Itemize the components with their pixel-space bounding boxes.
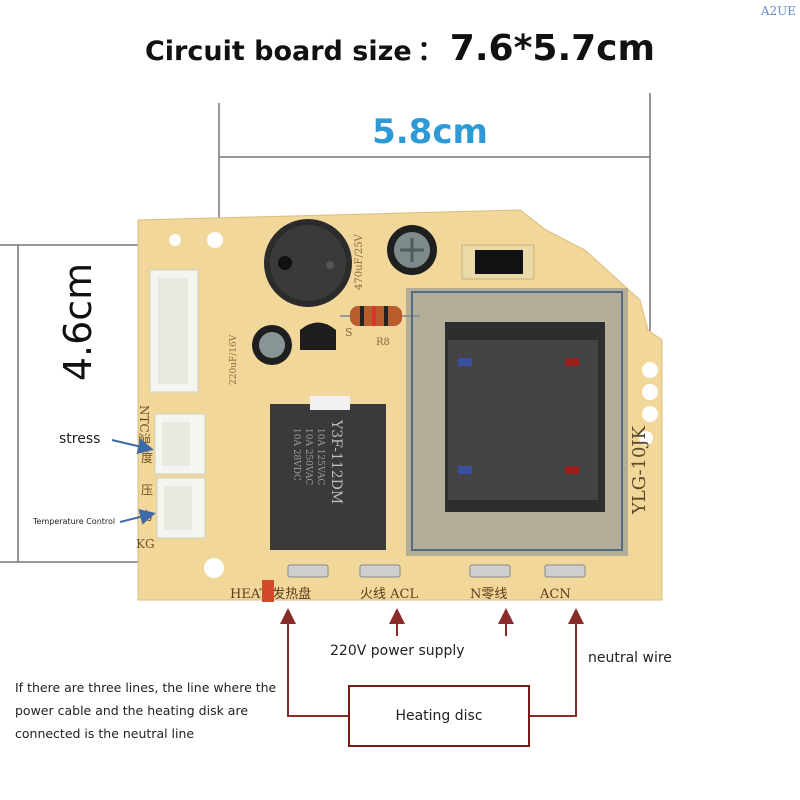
svg-text:10A 28VDC: 10A 28VDC xyxy=(291,428,301,481)
svg-text:火线 ACL: 火线 ACL xyxy=(360,587,418,602)
relay-specs: 10A 125VAC 10A 250VAC 10A 28VDC xyxy=(291,428,325,485)
svg-text:度: 度 xyxy=(141,450,153,465)
title-label: Circuit board size xyxy=(144,36,412,67)
connector-6pin xyxy=(149,269,199,393)
capacitor-large xyxy=(387,225,437,275)
resistor-label: R8 xyxy=(376,337,390,348)
width-label: 5.8cm xyxy=(372,112,488,152)
svg-text:NTC温: NTC温 xyxy=(137,405,151,445)
neutral-wire-label: neutral wire xyxy=(588,650,672,666)
watermark: A2UE xyxy=(760,4,796,18)
terminals xyxy=(287,564,586,578)
svg-text:ACN: ACN xyxy=(539,587,571,602)
relay-model: Y3F-112DM xyxy=(328,419,344,504)
stress-label: stress xyxy=(59,431,101,447)
capacitor-small xyxy=(252,325,292,365)
mounting-holes xyxy=(169,232,658,578)
diode-label: S xyxy=(345,326,353,339)
transistor xyxy=(300,322,336,350)
svg-text:10A 125VAC: 10A 125VAC xyxy=(315,428,325,485)
height-label: 4.6cm xyxy=(56,262,100,382)
connector-stress xyxy=(154,413,206,475)
svg-text:KG: KG xyxy=(136,537,155,551)
page-title: Circuit board size ： 7.6*5.7cm xyxy=(0,28,800,69)
title-value: 7.6*5.7cm xyxy=(449,28,656,69)
svg-text:10A 250VAC: 10A 250VAC xyxy=(303,428,313,485)
connector-temperature xyxy=(156,477,206,539)
capacitor-large-label: 470uF/25V xyxy=(354,233,365,290)
optocoupler-chip xyxy=(461,244,535,280)
heating-disc-label: Heating disc xyxy=(395,708,483,724)
capacitor-small-label: 220uF/16V xyxy=(229,334,239,385)
heat-wire-marker xyxy=(262,580,274,602)
title-separator: ： xyxy=(417,36,445,67)
neutral-line-note: If there are three lines, the line where… xyxy=(15,680,277,741)
relay xyxy=(270,396,386,550)
svg-text:压: 压 xyxy=(141,483,153,497)
stress-arrow xyxy=(111,438,154,455)
temperature-arrow xyxy=(119,509,156,525)
wire-lines xyxy=(280,608,584,717)
temperature-control-label: Temperature Control xyxy=(33,517,116,526)
svg-text:N零线: N零线 xyxy=(470,587,507,602)
board-model: YLG-10JK xyxy=(629,425,650,515)
heating-disc-box: Heating disc xyxy=(348,685,530,747)
transformer xyxy=(406,288,628,556)
buzzer xyxy=(264,219,352,307)
power-supply-label: 220V power supply xyxy=(330,643,465,659)
